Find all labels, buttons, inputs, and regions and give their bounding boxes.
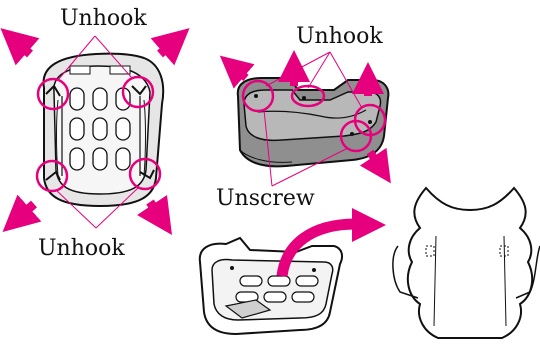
removed-cover-view xyxy=(393,188,540,338)
unhook-label-top-right: Unhook xyxy=(296,26,383,48)
unhook-label-top-left: Unhook xyxy=(60,8,147,30)
unscrew-label: Unscrew xyxy=(216,188,315,210)
seat-with-cover-view xyxy=(200,238,342,334)
underside-ovals xyxy=(70,88,130,170)
unhook-label-bottom-left: Unhook xyxy=(38,238,125,260)
